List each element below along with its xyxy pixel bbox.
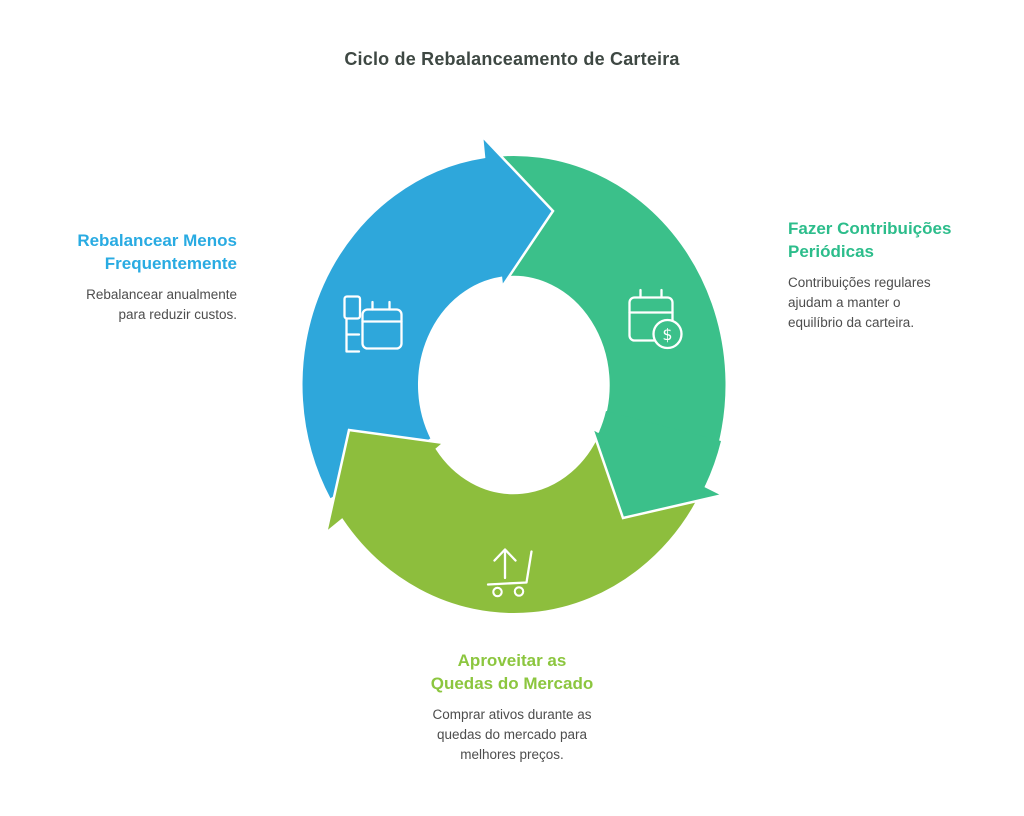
page-title: Ciclo de Rebalanceamento de Carteira: [344, 49, 680, 69]
step-description-line: Comprar ativos durante as: [432, 707, 592, 722]
step-heading-line: Rebalancear Menos: [77, 231, 237, 250]
step-periodic-contributions: Fazer Contribuições Periódicas Contribui…: [788, 217, 983, 333]
step-description-line: ajudam a manter o: [788, 295, 901, 310]
step-heading: Aproveitar as Quedas do Mercado: [372, 649, 652, 695]
step-description-line: Contribuições regulares: [788, 275, 931, 290]
cycle-segment-green-arrowhead: [592, 411, 723, 518]
calendar-dollar-icon: $: [628, 288, 683, 350]
step-heading: Rebalancear Menos Frequentemente: [17, 229, 237, 275]
step-market-dips: Aproveitar as Quedas do Mercado Comprar …: [372, 649, 652, 765]
step-description: Comprar ativos durante as quedas do merc…: [372, 705, 652, 765]
step-heading-line: Aproveitar as: [457, 651, 567, 670]
step-description-line: melhores preços.: [460, 747, 564, 762]
step-heading-line: Fazer Contribuições: [788, 219, 952, 238]
step-heading-line: Periódicas: [788, 242, 874, 261]
step-rebalance-less: Rebalancear Menos Frequentemente Rebalan…: [17, 229, 237, 325]
cycle-segment-green-arrowhead-edge: [589, 425, 727, 520]
dollar-sign: $: [662, 325, 672, 344]
cart-up-arrow-icon: [486, 548, 533, 598]
step-description-line: para reduzir custos.: [118, 307, 237, 322]
step-description: Rebalancear anualmente para reduzir cust…: [17, 285, 237, 325]
step-heading-line: Quedas do Mercado: [430, 674, 594, 693]
step-description-line: equilíbrio da carteira.: [788, 315, 915, 330]
step-description: Contribuições regulares ajudam a manter …: [788, 273, 983, 333]
step-description-line: quedas do mercado para: [436, 727, 588, 742]
dollar-circle: [652, 318, 683, 350]
list-calendar-icon: [343, 295, 403, 353]
step-description-line: Rebalancear anualmente: [86, 287, 237, 302]
step-heading: Fazer Contribuições Periódicas: [788, 217, 983, 263]
cycle-segment-blue: [300, 132, 555, 502]
step-heading-line: Frequentemente: [104, 254, 237, 273]
